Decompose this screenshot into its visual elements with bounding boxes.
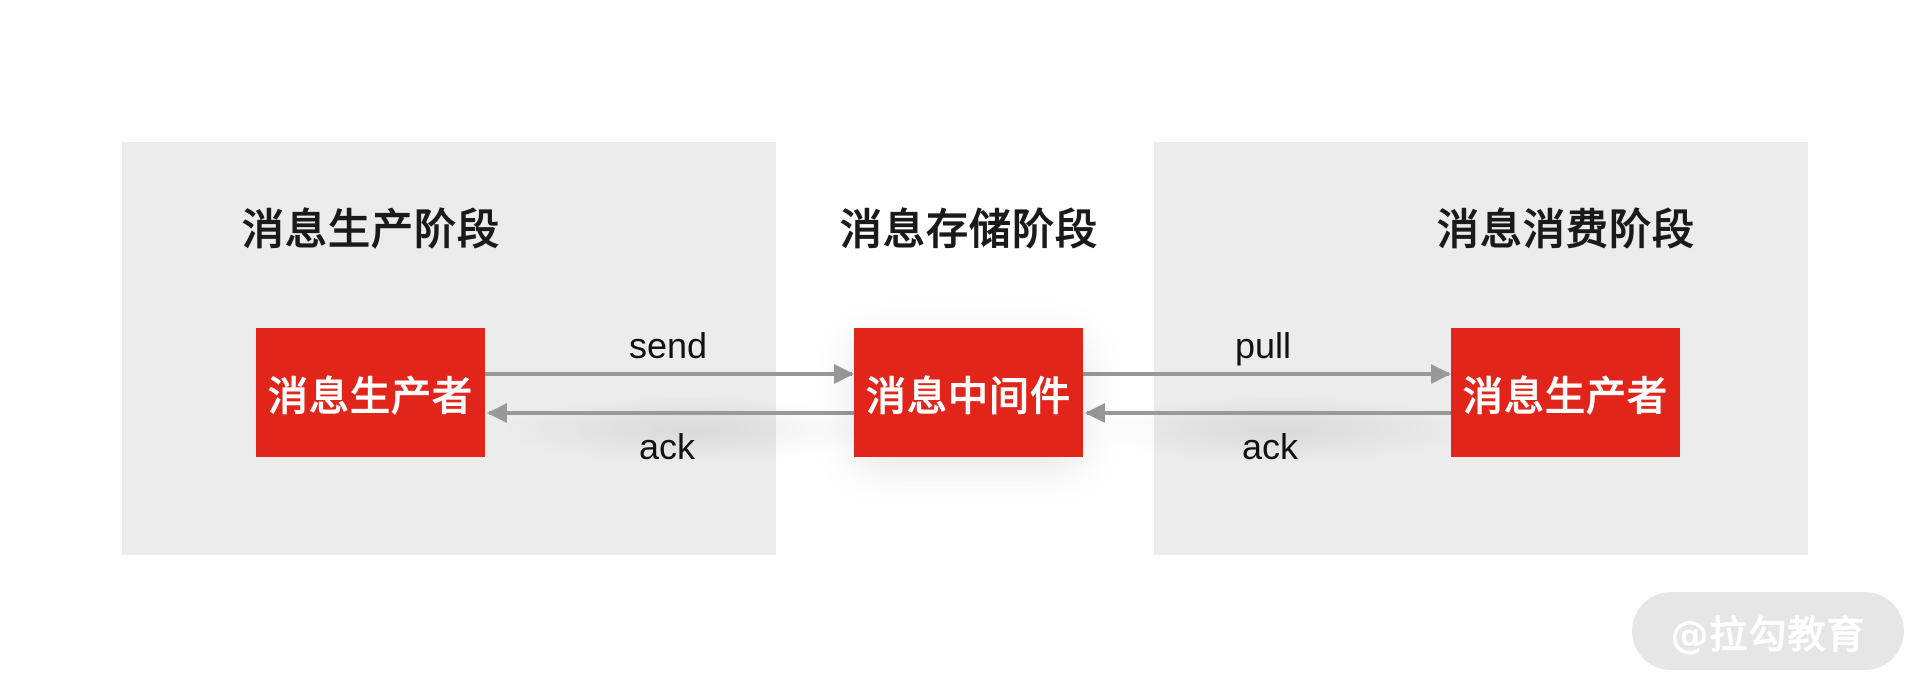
ack-label-left: ack (639, 426, 696, 467)
consumption-stage-title: 消息消费阶段 (1437, 205, 1696, 254)
consumer-node-label: 消息生产者 (1463, 373, 1668, 420)
ack-label-right: ack (1242, 426, 1299, 467)
watermark-badge: @拉勾教育 (1632, 592, 1904, 670)
pull-label: pull (1235, 325, 1292, 366)
producer-node-label: 消息生产者 (268, 373, 473, 420)
storage-stage-title: 消息存储阶段 (840, 205, 1099, 254)
shadow-right (1090, 395, 1470, 465)
producer-node: 消息生产者 (256, 328, 485, 457)
middleware-node-label: 消息中间件 (866, 373, 1071, 420)
consumer-node: 消息生产者 (1451, 328, 1680, 457)
shadow-left (500, 395, 880, 465)
send-label: send (629, 325, 708, 366)
production-stage-title: 消息生产阶段 (242, 205, 501, 254)
middleware-node: 消息中间件 (854, 328, 1083, 457)
